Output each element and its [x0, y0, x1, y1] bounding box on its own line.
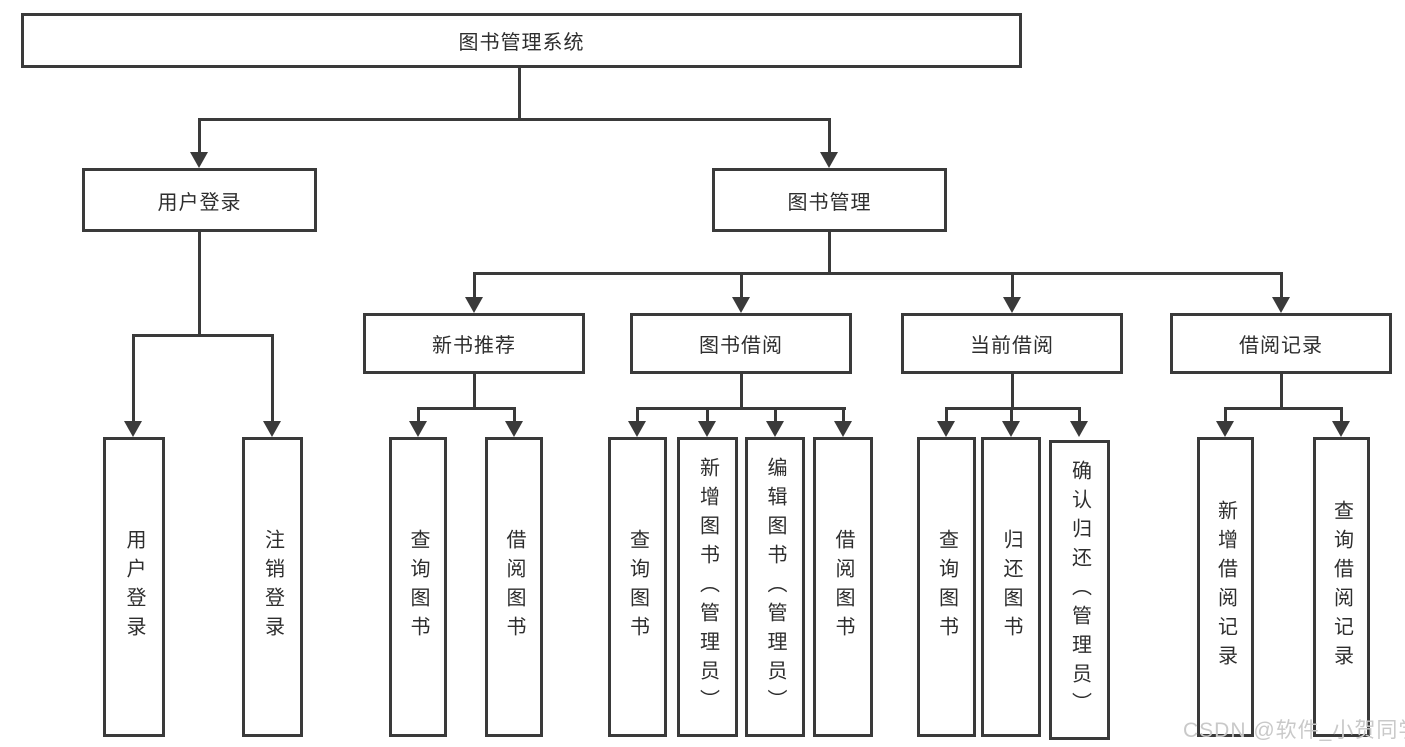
- connector-drop: [417, 407, 420, 423]
- connector-drop: [473, 272, 476, 298]
- connector-drop-book-mgmt: [828, 118, 831, 154]
- connector-drop: [513, 407, 516, 423]
- connector-stem: [740, 374, 743, 410]
- arrow-down-icon: [698, 421, 716, 437]
- leaf-add-books-admin: 新增图书（管理员）: [677, 437, 738, 737]
- arrow-down-icon: [505, 421, 523, 437]
- leaf-query-books-borrow: 查询图书: [608, 437, 667, 737]
- leaf-label: 用户登录: [123, 529, 145, 645]
- connector-drop: [945, 407, 948, 423]
- node-current-borrow: 当前借阅: [901, 313, 1123, 374]
- connector-drop-user-login: [198, 118, 201, 154]
- leaf-label: 查询图书: [626, 529, 649, 645]
- leaf-user-login: 用户登录: [103, 437, 165, 737]
- connector-bookmgmt-bar: [473, 272, 1283, 275]
- arrow-down-icon: [1332, 421, 1350, 437]
- arrow-down-icon: [1002, 421, 1020, 437]
- arrow-down-icon: [124, 421, 142, 437]
- arrow-down-icon: [834, 421, 852, 437]
- connector-drop: [636, 407, 639, 423]
- leaf-borrow-books-recommend: 借阅图书: [485, 437, 543, 737]
- connector-drop: [774, 407, 777, 423]
- leaf-label: 查询图书: [407, 529, 429, 645]
- connector-stem: [473, 374, 476, 410]
- arrow-down-icon: [190, 152, 208, 168]
- arrow-down-icon: [1216, 421, 1234, 437]
- connector-root-stem: [518, 66, 521, 120]
- node-user-login: 用户登录: [82, 168, 317, 232]
- connector-bookmgmt-stem: [828, 232, 831, 275]
- connector-drop: [1010, 407, 1013, 423]
- connector-stem: [1280, 374, 1283, 410]
- leaf-label: 新增图书（管理员）: [696, 456, 719, 718]
- leaf-label: 新增借阅记录: [1214, 500, 1237, 674]
- leaf-label: 归还图书: [1000, 529, 1022, 645]
- connector-drop: [1011, 272, 1014, 298]
- leaf-logout: 注销登录: [242, 437, 303, 737]
- arrow-down-icon: [937, 421, 955, 437]
- node-new-book-recommend: 新书推荐: [363, 313, 585, 374]
- arrow-down-icon: [732, 297, 750, 313]
- leaf-label: 借阅图书: [832, 529, 854, 645]
- leaf-label: 借阅图书: [503, 529, 525, 645]
- arrow-down-icon: [1272, 297, 1290, 313]
- connector-drop: [1224, 407, 1227, 423]
- arrow-down-icon: [1070, 421, 1088, 437]
- csdn-watermark: CSDN @软件_小贺同学: [1183, 719, 1405, 742]
- leaf-add-borrow-record: 新增借阅记录: [1197, 437, 1254, 737]
- leaf-confirm-return-admin: 确认归还（管理员）: [1049, 440, 1110, 740]
- leaf-label: 注销登录: [261, 529, 284, 645]
- connector-bar: [1224, 407, 1341, 410]
- arrow-down-icon: [263, 421, 281, 437]
- node-root-library-system: 图书管理系统: [21, 13, 1022, 68]
- leaf-query-books-current: 查询图书: [917, 437, 976, 737]
- arrow-down-icon: [766, 421, 784, 437]
- connector-root-bar: [198, 118, 831, 121]
- connector-drop: [740, 272, 743, 298]
- node-book-borrow: 图书借阅: [630, 313, 852, 374]
- leaf-query-books-recommend: 查询图书: [389, 437, 447, 737]
- connector-bar: [417, 407, 515, 410]
- leaf-label: 查询图书: [935, 529, 958, 645]
- connector-stem: [1011, 374, 1014, 410]
- leaf-query-borrow-record: 查询借阅记录: [1313, 437, 1370, 737]
- connector-drop: [1078, 407, 1081, 423]
- connector-drop: [1340, 407, 1343, 423]
- leaf-label: 编辑图书（管理员）: [764, 456, 786, 718]
- arrow-down-icon: [628, 421, 646, 437]
- connector-drop: [1280, 272, 1283, 298]
- connector-userlogin-bar: [132, 334, 274, 337]
- connector-drop: [271, 334, 274, 422]
- connector-drop: [842, 407, 845, 423]
- connector-bar: [636, 407, 846, 410]
- connector-userlogin-stem: [198, 232, 201, 336]
- leaf-label: 确认归还（管理员）: [1068, 459, 1091, 721]
- leaf-return-books: 归还图书: [981, 437, 1041, 737]
- node-book-management: 图书管理: [712, 168, 947, 232]
- leaf-borrow-books: 借阅图书: [813, 437, 873, 737]
- leaf-label: 查询借阅记录: [1330, 500, 1353, 674]
- connector-drop: [132, 334, 135, 422]
- arrow-down-icon: [820, 152, 838, 168]
- connector-drop: [706, 407, 709, 423]
- arrow-down-icon: [1003, 297, 1021, 313]
- node-borrow-records: 借阅记录: [1170, 313, 1392, 374]
- leaf-edit-books-admin: 编辑图书（管理员）: [745, 437, 805, 737]
- arrow-down-icon: [409, 421, 427, 437]
- arrow-down-icon: [465, 297, 483, 313]
